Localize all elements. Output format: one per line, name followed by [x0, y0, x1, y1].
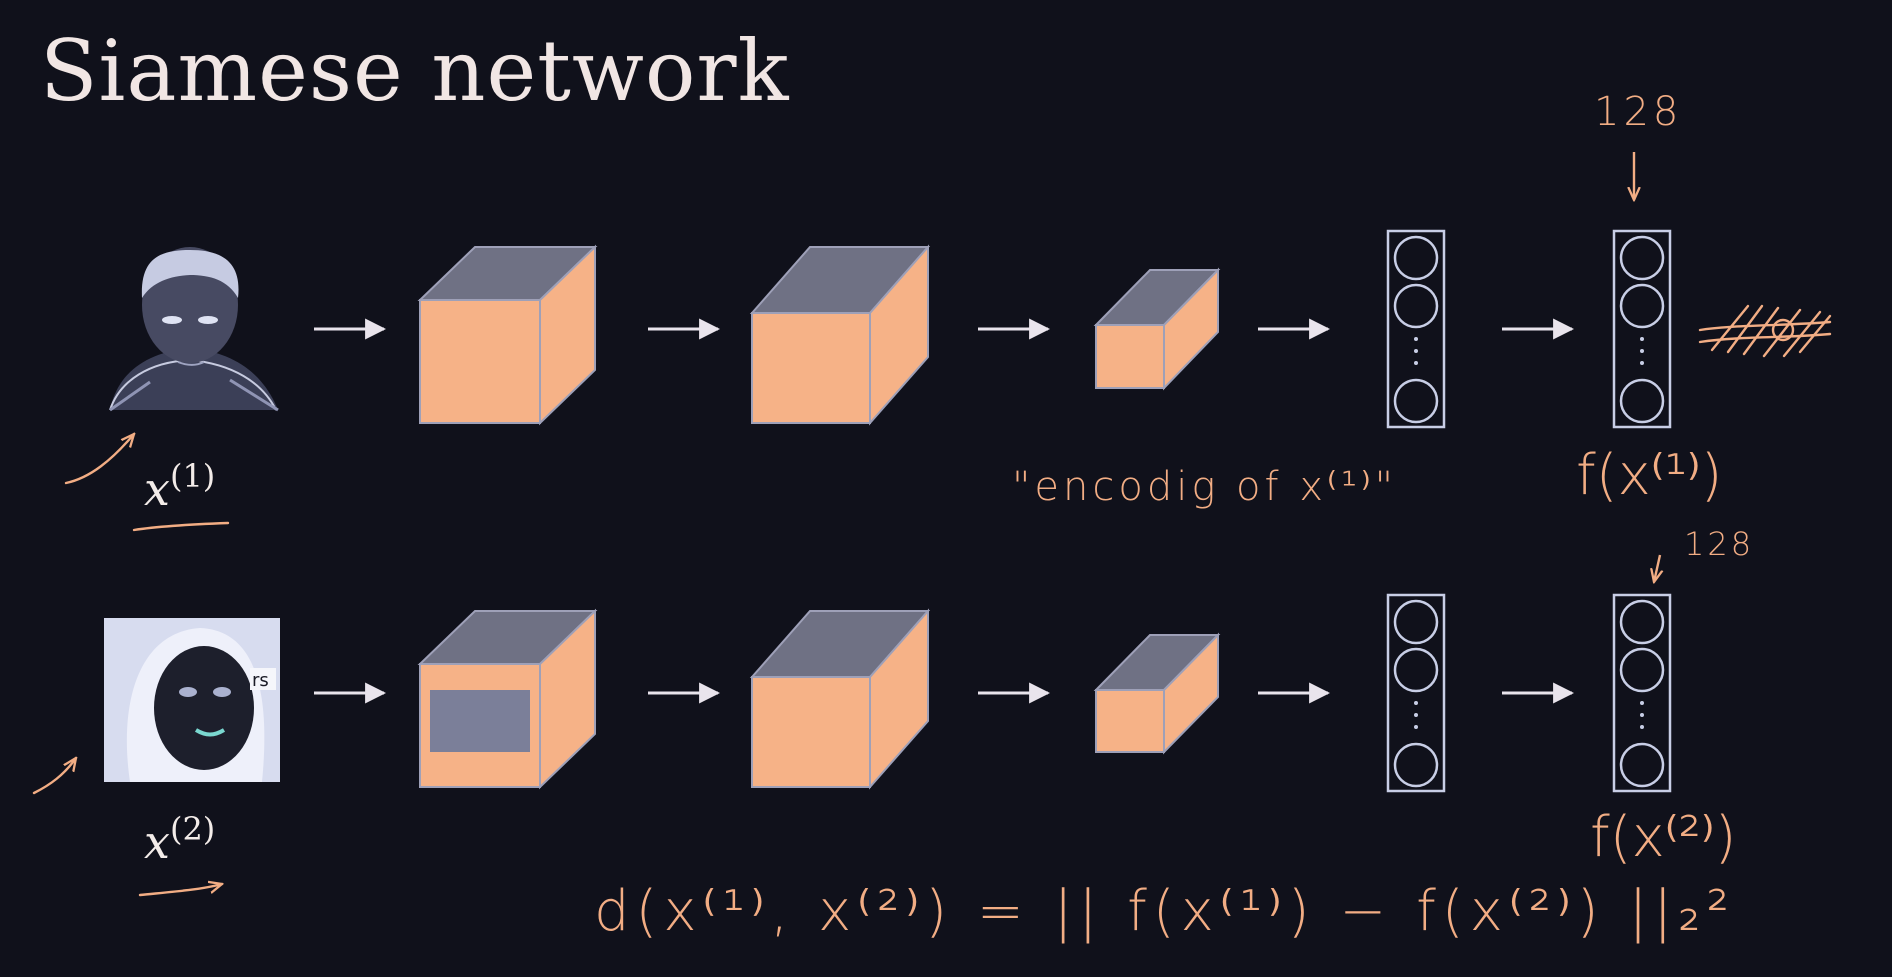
ellipsis-dot [1414, 701, 1418, 705]
neuron-unit [1619, 283, 1665, 329]
neuron-unit [1393, 742, 1439, 788]
svg-text:rs: rs [252, 670, 269, 691]
conv-volume-2c [1093, 632, 1221, 755]
slide-title: Siamese network [40, 22, 790, 120]
distance-formula: d(x⁽¹⁾, x⁽²⁾) = || f(x⁽¹⁾) − f(x⁽²⁾) ||₂… [594, 879, 1735, 944]
conv-volume-1a [417, 244, 598, 426]
ellipsis-dot [1414, 337, 1418, 341]
vector-column [1612, 229, 1672, 429]
vector-column [1386, 229, 1446, 429]
conv-volume-2b [749, 608, 931, 790]
dimension-label-top: 128 [1594, 89, 1682, 135]
neuron-unit [1619, 647, 1665, 693]
face-image-1 [102, 245, 279, 412]
conv-volume-2a [417, 608, 598, 790]
ellipsis-dot [1640, 337, 1644, 341]
vector-columns [1386, 229, 1672, 793]
dimension-label-bottom: 128 [1684, 525, 1754, 563]
flow-arrows [314, 318, 1575, 704]
handwritten-marks-input [32, 434, 230, 897]
neuron-unit [1619, 235, 1665, 281]
conv-volume-1c [1093, 267, 1221, 391]
ellipsis-dot [1640, 361, 1644, 365]
neuron-unit [1393, 647, 1439, 693]
ellipsis-dot [1414, 713, 1418, 717]
ellipsis-dot [1414, 361, 1418, 365]
face-image-2: rs [104, 618, 280, 782]
neuron-unit [1393, 283, 1439, 329]
ellipsis-dot [1640, 701, 1644, 705]
vector-column [1612, 593, 1672, 793]
ellipsis-dot [1640, 725, 1644, 729]
neuron-unit [1619, 378, 1665, 424]
ellipsis-dot [1640, 349, 1644, 353]
ellipsis-dot [1414, 349, 1418, 353]
ellipsis-dot [1414, 725, 1418, 729]
crossed-out-scribble [1698, 304, 1832, 358]
f-x1-label: f(x⁽¹⁾) [1576, 443, 1723, 508]
neuron-unit [1393, 378, 1439, 424]
neuron-unit [1619, 742, 1665, 788]
vector-column [1386, 593, 1446, 793]
neuron-unit [1619, 599, 1665, 645]
f-x2-label: f(x⁽²⁾) [1590, 805, 1737, 870]
input-label-x2: x(2) [144, 810, 215, 869]
neuron-unit [1393, 599, 1439, 645]
conv-volume-1b [749, 244, 931, 426]
input-label-x1: x(1) [144, 457, 215, 516]
encoding-annotation: "encodig of x⁽¹⁾" [1012, 464, 1397, 510]
neuron-unit [1393, 235, 1439, 281]
ellipsis-dot [1640, 713, 1644, 717]
